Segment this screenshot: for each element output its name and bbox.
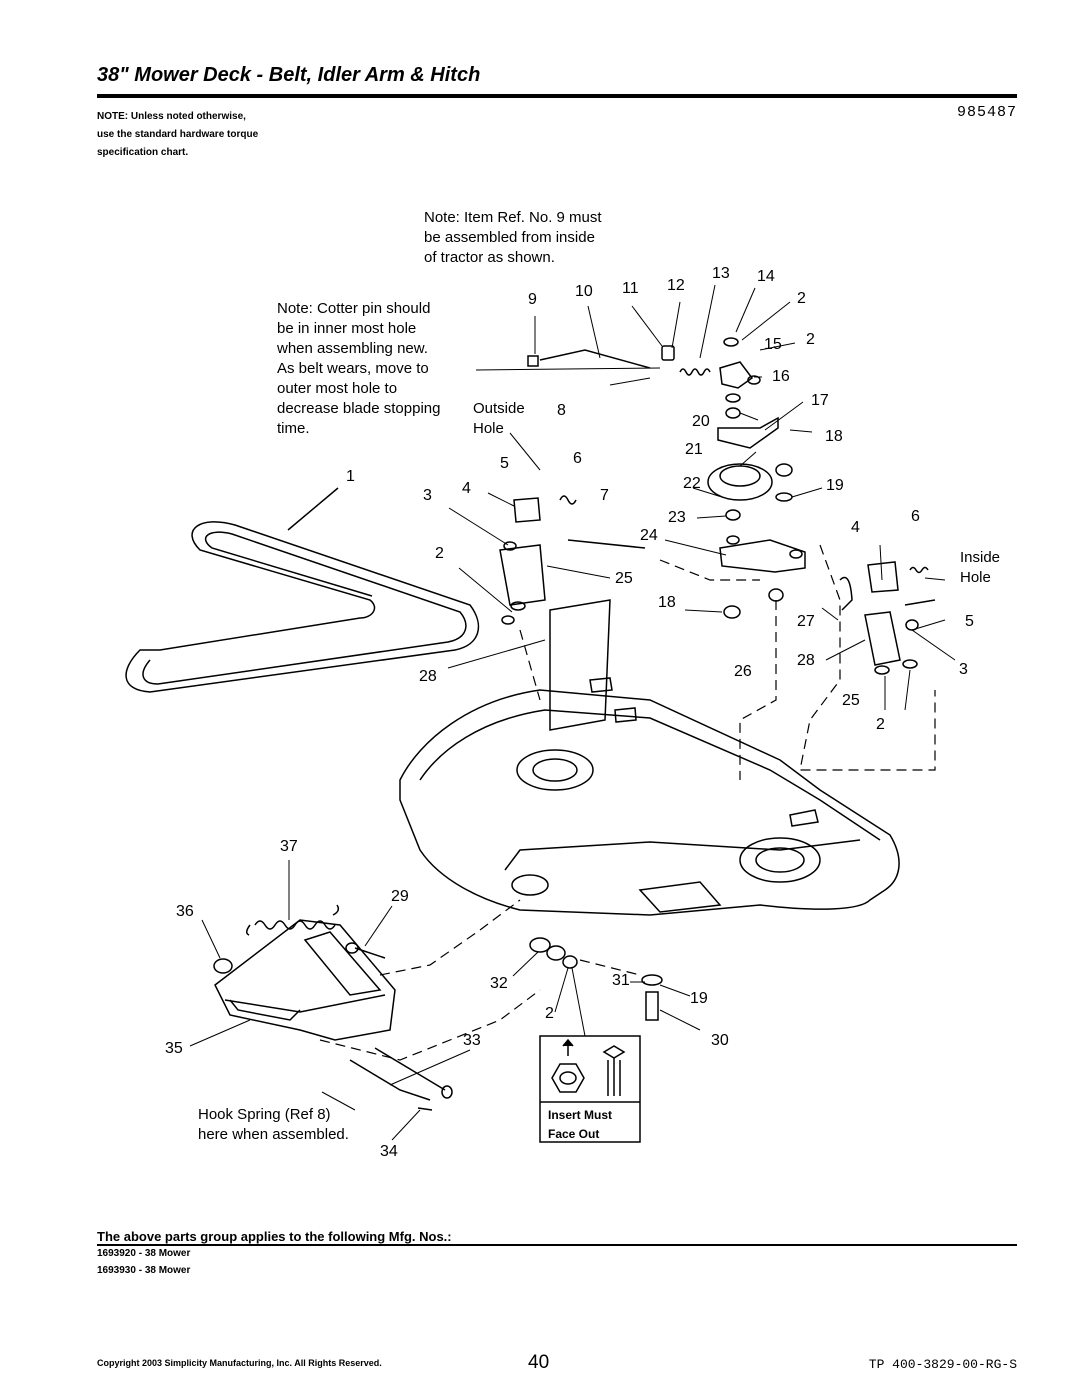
callout-5: 5 [965,613,974,630]
callout-34: 34 [380,1143,398,1160]
cotter-note-line: As belt wears, move to [277,360,429,377]
cotter-note-line: decrease blade stopping [277,400,441,417]
callout-22: 22 [683,475,701,492]
cotter-note-line: time. [277,420,310,437]
callout-20: 20 [692,413,710,430]
inside-hole-line: Inside [960,549,1001,566]
callout-4: 4 [462,480,471,497]
callout-18: 18 [825,428,843,445]
mfg-number: 1693920 - 38 Mower [97,1248,191,1259]
inside-hole-line: Hole [960,569,991,586]
outside-hole-line: Hole [473,420,504,437]
callout-30: 30 [711,1032,729,1049]
callout-23: 23 [668,509,686,526]
callout-25: 25 [842,692,860,709]
callout-29: 29 [391,888,409,905]
diagram-number: 985487 [956,104,1017,121]
callout-27: 27 [797,613,815,630]
callout-18: 18 [658,594,676,611]
page-number: 40 [528,1352,550,1373]
outside-hole-line: Outside [473,400,525,417]
callout-14: 14 [757,268,775,285]
callout-3: 3 [423,487,432,504]
cotter-pin-note: Note: Cotter pin should be in inner most… [277,299,440,439]
mower-belt [125,521,480,693]
callout-6: 6 [573,450,582,467]
cotter-note-line: be in inner most hole [277,320,417,337]
callout-28: 28 [419,668,437,685]
item9-note-line: be assembled from inside [424,229,595,246]
callout-35: 35 [165,1040,183,1057]
callout-9: 9 [528,291,537,308]
callout-10: 10 [575,283,593,300]
callout-17: 17 [811,392,829,409]
callout-2: 2 [435,545,444,562]
callout-4: 4 [851,519,860,536]
callout-26: 26 [734,663,752,680]
torque-note-line: NOTE: Unless noted otherwise, [97,111,246,122]
insert-must-face-out-label: Insert Must Face Out [548,1106,612,1144]
item9-note: Note: Item Ref. No. 9 must be assembled … [424,208,602,268]
callout-1: 1 [346,468,355,485]
title-rule [97,94,1017,98]
callout-33: 33 [463,1032,481,1049]
cotter-note-line: outer most hole to [277,380,398,397]
callout-7: 7 [600,487,609,504]
callout-16: 16 [772,368,790,385]
callout-11: 11 [622,280,639,297]
callout-25: 25 [615,570,633,587]
applies-heading: The above parts group applies to the fol… [97,1229,452,1244]
callout-6: 6 [911,508,920,525]
item9-note-line: of tractor as shown. [424,249,555,266]
mfg-number: 1693930 - 38 Mower [97,1265,191,1276]
callout-5: 5 [500,455,509,472]
outside-hole-label: Outside Hole [473,399,525,439]
callout-8: 8 [557,402,566,419]
callout-2: 2 [797,290,806,307]
document-id: TP 400-3829-00-RG-S [868,1357,1017,1372]
callout-24: 24 [640,527,658,544]
callout-32: 32 [490,975,508,992]
torque-note: NOTE: Unless noted otherwise, use the st… [97,108,357,162]
callout-19: 19 [826,477,844,494]
callout-2: 2 [806,331,815,348]
callout-3: 3 [959,661,968,678]
callout-21: 21 [685,441,703,458]
callout-28: 28 [797,652,815,669]
callout-31: 31 [612,972,630,989]
cotter-note-line: Note: Cotter pin should [277,300,431,317]
callout-2: 2 [545,1005,554,1022]
insert-note-line: Face Out [548,1127,600,1141]
hook-spring-line: here when assembled. [198,1126,349,1143]
torque-note-line: specification chart. [97,147,189,158]
callout-2: 2 [876,716,885,733]
insert-note-line: Insert Must [548,1108,613,1122]
callout-19: 19 [690,990,708,1007]
cotter-note-line: when assembling new. [277,340,428,357]
hook-spring-note: Hook Spring (Ref 8) here when assembled. [198,1105,349,1145]
hook-spring-line: Hook Spring (Ref 8) [198,1106,331,1123]
torque-note-line: use the standard hardware torque [97,129,259,140]
callout-37: 37 [280,838,298,855]
callout-12: 12 [667,277,685,294]
section-rule [97,1244,1017,1246]
page-title: 38" Mower Deck - Belt, Idler Arm & Hitch [97,64,481,86]
inside-hole-label: Inside Hole [960,548,1000,588]
callout-36: 36 [176,903,194,920]
callout-13: 13 [712,265,730,282]
callout-15: 15 [764,336,782,353]
copyright: Copyright 2003 Simplicity Manufacturing,… [97,1358,382,1368]
item9-note-line: Note: Item Ref. No. 9 must [424,209,602,226]
